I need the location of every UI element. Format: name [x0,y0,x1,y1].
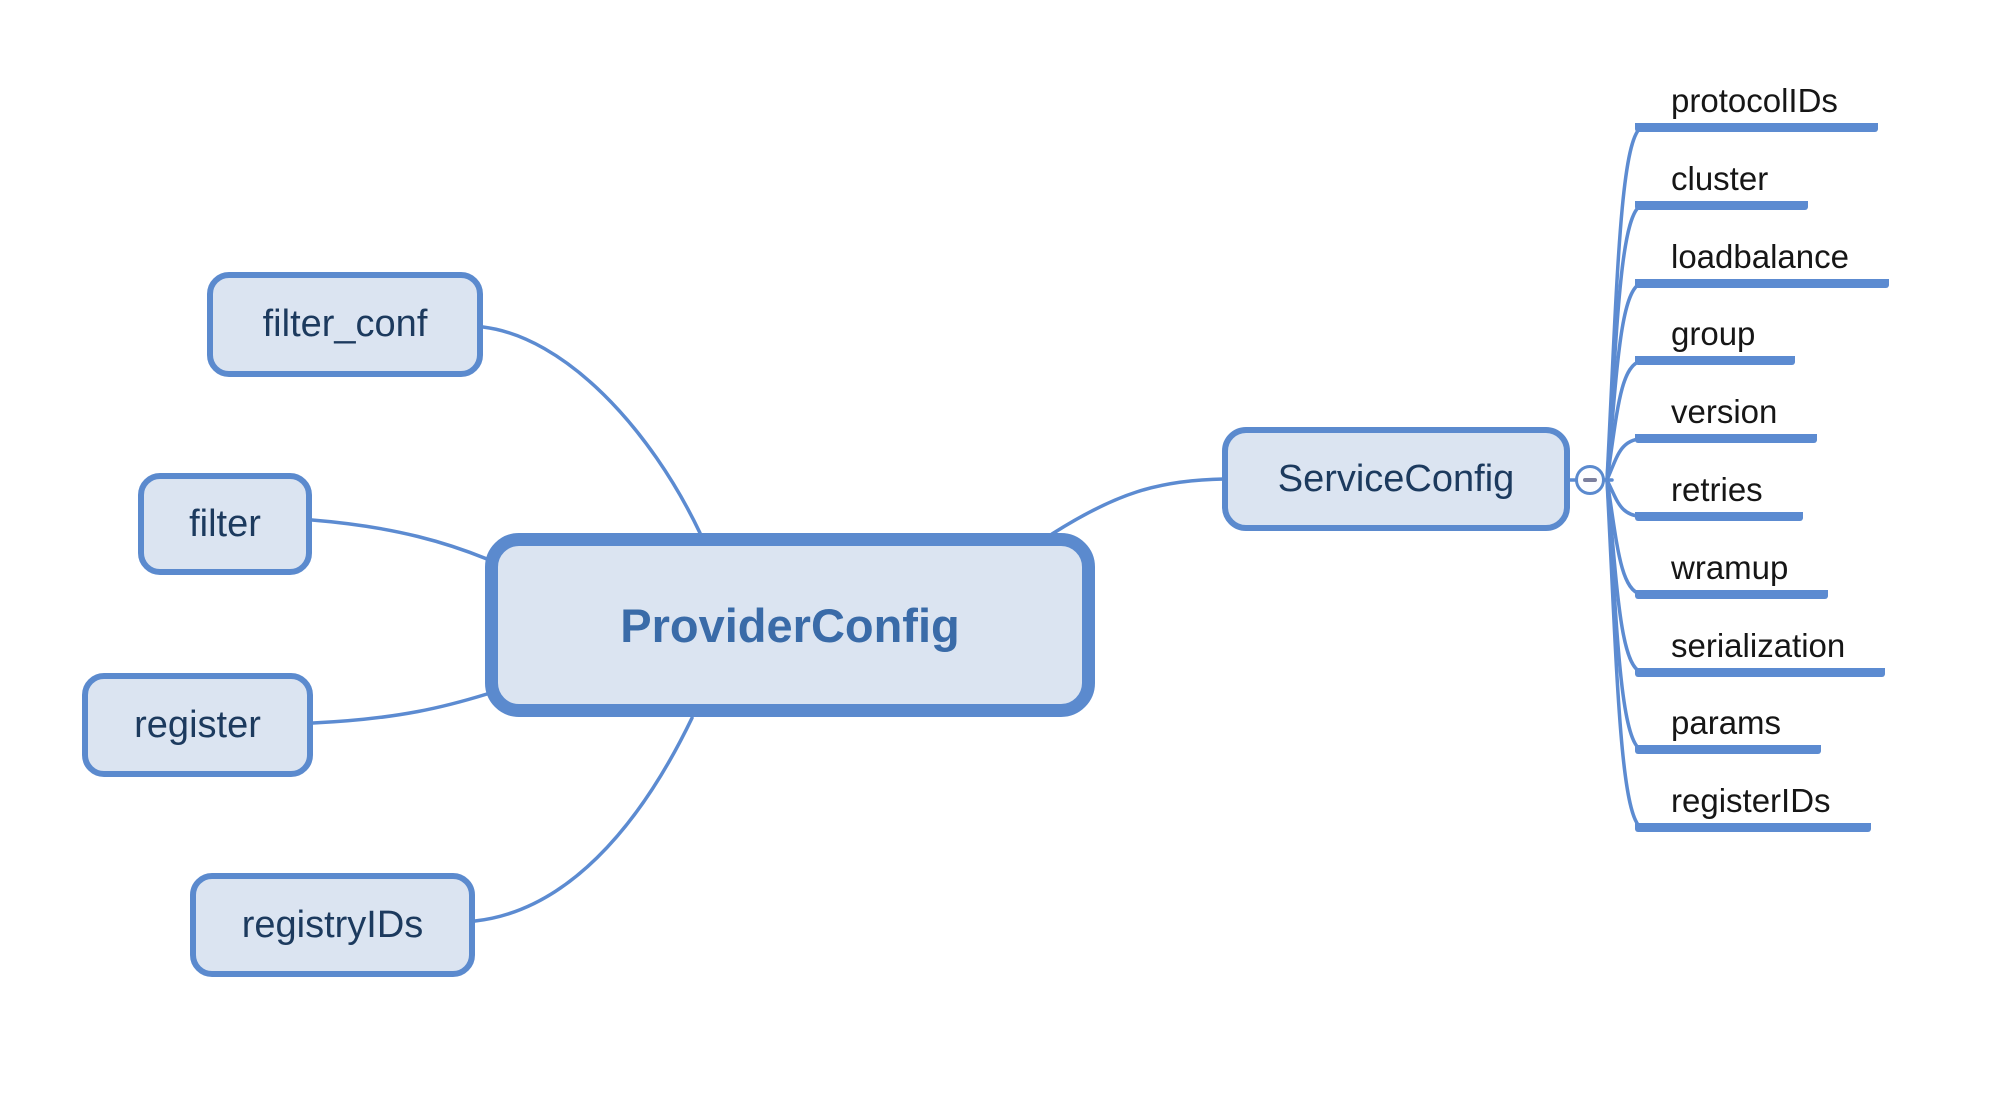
node-register[interactable]: register [82,673,313,777]
leaf-node-registerids[interactable]: registerIDs [1635,779,1871,833]
branch-root-service [1050,477,1226,536]
leaf-node-loadbalance[interactable]: loadbalance [1635,235,1889,288]
leaf-node-serialization[interactable]: serialization [1635,624,1886,677]
leaf-node-cluster[interactable]: cluster [1635,157,1809,210]
leaf-node-group[interactable]: group [1635,312,1796,366]
branch-curve [1605,359,1643,482]
node-registryids[interactable]: registryIDs [190,873,475,977]
branch-curve [1605,281,1643,482]
node-filter-conf[interactable]: filter_conf [207,272,483,377]
collapse-toggle[interactable] [1575,465,1605,495]
node-filter[interactable]: filter [138,473,312,575]
leaf-node-version[interactable]: version [1635,390,1818,444]
root-node-providerconfig[interactable]: ProviderConfig [485,533,1095,717]
node-serviceconfig[interactable]: ServiceConfig [1222,427,1570,531]
leaf-node-params[interactable]: params [1635,701,1822,755]
branch-curve [1605,478,1643,830]
leaf-node-retries[interactable]: retries [1635,468,1803,521]
minus-icon [1583,478,1597,482]
branch-register [311,692,489,725]
leaf-node-wramup[interactable]: wramup [1635,546,1829,599]
branch-filter-conf [481,325,702,535]
branch-filter [310,518,489,561]
branch-registryids [473,716,694,923]
leaf-node-protocolids[interactable]: protocolIDs [1635,79,1878,132]
